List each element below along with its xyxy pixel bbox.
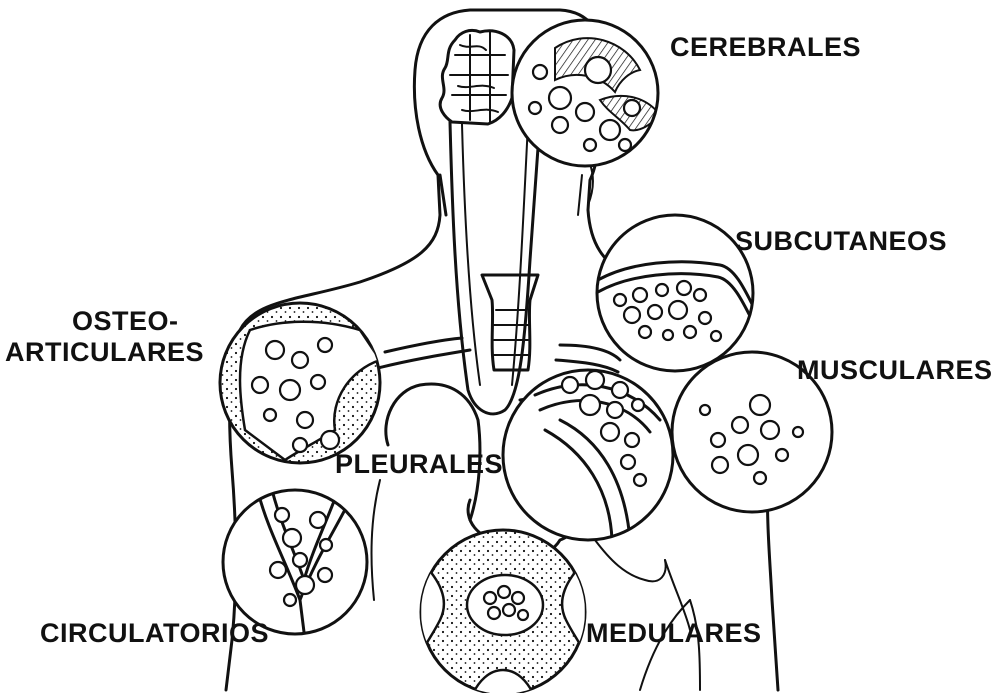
label-cerebrales: CEREBRALES (670, 32, 861, 62)
subcutaneous-metastasis-circle (597, 215, 755, 371)
medullary-metastasis-circle (420, 530, 590, 693)
label-subcutaneos: SUBCUTANEOS (735, 226, 947, 256)
label-osteo-1: OSTEO- (72, 306, 179, 336)
brain-drawing (440, 30, 514, 124)
pleural-metastasis-circle (503, 370, 673, 540)
label-circulatorios: CIRCULATORIOS (40, 618, 269, 648)
label-medulares: MEDULARES (586, 618, 762, 648)
label-pleurales: PLEURALES (335, 449, 503, 479)
spinal-cord (450, 120, 540, 414)
label-musculares: MUSCULARES (797, 355, 993, 385)
label-osteo-2: ARTICULARES (5, 337, 204, 367)
cerebral-metastasis-circle (512, 20, 660, 166)
osteoarticular-metastasis-circle (218, 300, 388, 470)
